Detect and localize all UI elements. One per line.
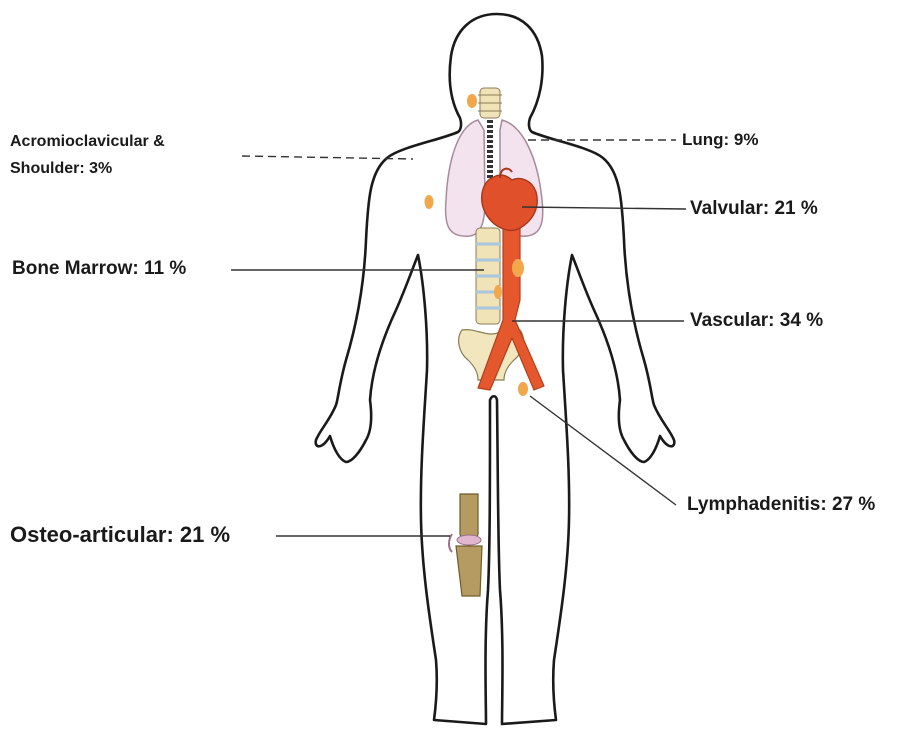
label-lymphadenitis: Lymphadenitis: 27 % (687, 493, 875, 517)
lesion-spot-shoulder (425, 195, 434, 209)
lesion-spot-abdomen-2 (494, 285, 502, 299)
label-osteo-articular: Osteo-articular: 21 % (10, 521, 230, 549)
label-vascular: Vascular: 34 % (690, 309, 823, 333)
label-lung: Lung: 9% (682, 129, 759, 150)
lesion-spot-neck (467, 94, 477, 108)
label-bone-marrow: Bone Marrow: 11 % (12, 257, 186, 281)
lesion-spot-groin (518, 382, 528, 396)
label-acromioclavicular-line1: Acromioclavicular & (10, 128, 165, 155)
label-valvular: Valvular: 21 % (690, 197, 818, 221)
knee-joint-icon (449, 494, 482, 596)
leader-valvular (522, 207, 686, 209)
label-acromioclavicular: Acromioclavicular & Shoulder: 3% (10, 128, 165, 182)
lesion-spot-abdomen-1 (512, 259, 524, 277)
label-acromioclavicular-line2: Shoulder: 3% (10, 155, 165, 182)
